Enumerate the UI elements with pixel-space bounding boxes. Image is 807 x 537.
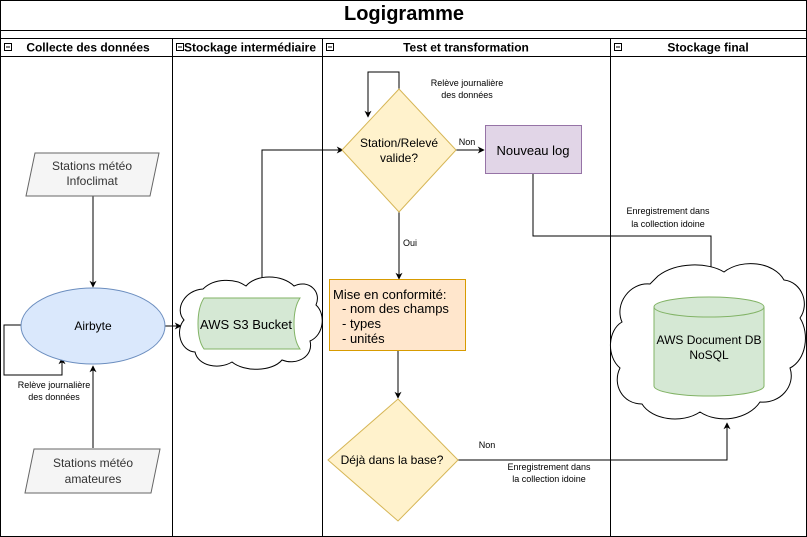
node-new-log[interactable] (485, 125, 582, 174)
collapse-icon[interactable] (326, 43, 334, 51)
node-docdb-line1: AWS Document DB (657, 333, 762, 347)
edge-in-base-docdb (458, 422, 731, 461)
node-docdb-cylinder[interactable] (653, 296, 765, 397)
node-infoclimat-stations[interactable] (25, 152, 160, 197)
lane-title-stockage-intermediaire: Stockage intermédiaire (184, 41, 316, 55)
node-docdb-line2: NoSQL (689, 348, 729, 362)
node-airbyte[interactable] (20, 287, 166, 365)
edge-label-register-2-line1: Enregistrement dans (507, 462, 591, 472)
edge-label-oui: Oui (403, 238, 417, 248)
lane-title-stockage-final: Stockage final (667, 41, 748, 55)
node-conform-line3: - types (342, 316, 382, 331)
edge-label-daily-left-line1: Relève journalière (18, 380, 91, 390)
edge-label-non-1: Non (459, 137, 476, 147)
node-infoclimat-line1: Stations météo (52, 159, 132, 173)
node-conform-line1: Mise en conformité: (333, 287, 446, 302)
node-conform-line2: - nom des champs (342, 301, 449, 316)
node-conform-line4: - unités (342, 331, 385, 346)
node-station-check-line2: valide? (380, 151, 418, 165)
edge-label-daily-top-line2: des données (441, 90, 493, 100)
node-airbyte-label: Airbyte (74, 319, 112, 333)
node-new-log-label: Nouveau log (497, 143, 570, 158)
node-station-check-line1: Station/Relevé (360, 136, 438, 150)
edge-label-register-1-line2: la collection idoine (631, 219, 705, 229)
edge-s3-station-check (261, 146, 344, 285)
collapse-icon[interactable] (4, 43, 12, 51)
node-s3-bucket[interactable] (197, 297, 301, 350)
edge-label-daily-left-line2: des données (28, 392, 80, 402)
edge-airbyte-daily-loop (3, 324, 66, 376)
node-docdb-cylinder-rim (653, 306, 765, 318)
node-infoclimat-line2: Infoclimat (66, 174, 118, 188)
diagram-title: Logigramme (344, 3, 464, 25)
collapse-icon[interactable] (614, 43, 622, 51)
edge-label-register-1-line1: Enregistrement dans (626, 206, 710, 216)
edge-station-check-daily-loop (364, 71, 400, 118)
collapse-icon[interactable] (176, 43, 184, 51)
node-amateurs-line2: amateures (65, 472, 122, 486)
node-in-base-check[interactable] (327, 398, 459, 522)
edge-label-non-2: Non (479, 440, 496, 450)
lane-title-test-transformation: Test et transformation (403, 41, 529, 55)
lane-title-collecte: Collecte des données (26, 41, 150, 55)
node-amateur-stations[interactable] (24, 448, 161, 494)
edge-label-register-2-line2: la collection idoine (512, 474, 586, 484)
node-in-base-label: Déjà dans la base? (341, 453, 444, 467)
node-s3-label: AWS S3 Bucket (200, 317, 292, 332)
node-station-check[interactable] (341, 88, 457, 213)
edge-label-daily-top-line1: Relève journalière (431, 78, 504, 88)
node-conformity[interactable] (329, 279, 466, 351)
node-amateurs-line1: Stations météo (53, 456, 133, 470)
